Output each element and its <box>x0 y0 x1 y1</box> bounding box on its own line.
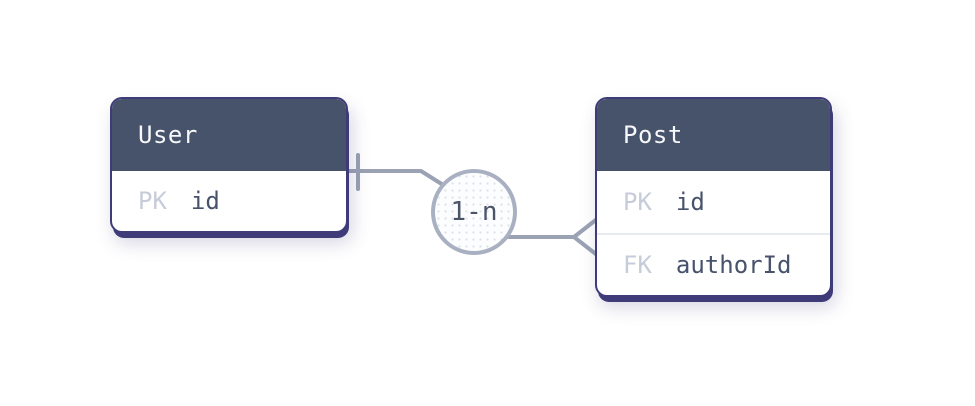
relationship-label: 1-n <box>450 197 498 227</box>
relationship-label-badge[interactable]: 1-n <box>431 169 517 255</box>
many-cardinality-crows-foot-marker <box>572 217 599 257</box>
field-row[interactable]: FK authorId <box>597 233 830 295</box>
field-name: id <box>675 188 705 216</box>
primary-key-badge: PK <box>623 188 652 216</box>
primary-key-badge: PK <box>138 187 167 215</box>
entity-card-post[interactable]: Post PK id FK authorId <box>595 97 832 297</box>
field-name: authorId <box>675 251 792 279</box>
entity-header: User <box>112 99 346 171</box>
entity-card-user[interactable]: User PK id <box>110 97 348 233</box>
field-row[interactable]: PK id <box>112 171 346 231</box>
one-side-connector-line <box>346 169 450 190</box>
entity-header: Post <box>597 99 830 171</box>
entity-name: User <box>138 121 198 149</box>
entity-name: Post <box>623 121 683 149</box>
foreign-key-badge: FK <box>623 251 652 279</box>
field-row[interactable]: PK id <box>597 171 830 233</box>
field-name: id <box>190 187 220 215</box>
